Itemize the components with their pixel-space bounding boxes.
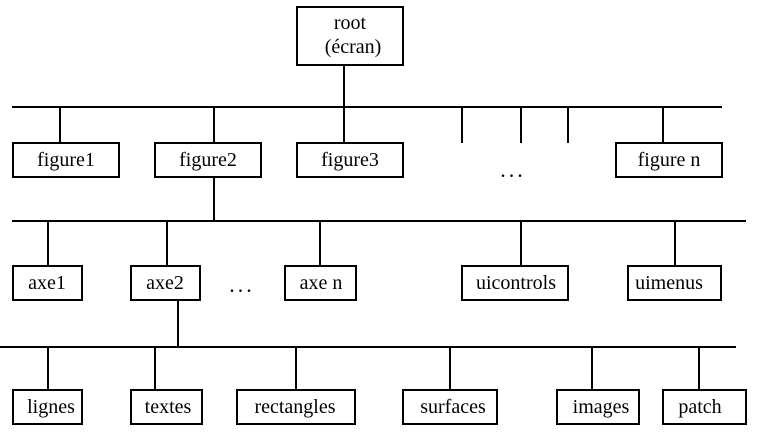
node-uimenus-box: [627, 265, 722, 301]
node-axe1-label: axe1: [28, 272, 66, 294]
node-axe2: axe2: [130, 265, 201, 301]
node-rectangles: rectangles: [236, 389, 356, 425]
node-axe-n-box: [284, 265, 357, 301]
node-axe-n-label: axe n: [300, 272, 343, 294]
node-axe-n: axe n: [284, 265, 357, 301]
node-figure3-box: [296, 142, 404, 178]
node-axe2-box: [130, 265, 201, 301]
node-textes: textes: [130, 389, 203, 425]
node-root-label-line1: root: [334, 12, 367, 34]
node-figure-n-label: figure n: [638, 149, 701, 171]
node-axe2-label: axe2: [146, 272, 184, 294]
node-figure1-box: [12, 142, 120, 178]
node-patch-label: patch: [678, 396, 721, 418]
node-uicontrols: uicontrols: [461, 265, 569, 301]
node-uicontrols-label: uicontrols: [476, 272, 556, 294]
node-axe1-box: [12, 265, 83, 301]
node-patch-box: [662, 389, 747, 425]
node-surfaces-label: surfaces: [420, 396, 486, 418]
node-uicontrols-box: [461, 265, 569, 301]
node-uimenus: uimenus: [627, 265, 722, 301]
node-images: images: [556, 389, 640, 425]
node-textes-label: textes: [145, 396, 192, 418]
node-figure3-label: figure3: [321, 149, 379, 171]
node-surfaces-box: [402, 389, 498, 425]
node-figure3: figure3: [296, 142, 404, 178]
node-textes-box: [130, 389, 203, 425]
node-figure-n-box: [615, 142, 723, 178]
axes-ellipsis: ...: [229, 272, 255, 297]
node-lignes-label: lignes: [27, 396, 75, 418]
node-figure2: figure2: [154, 142, 262, 178]
node-figure1-label: figure1: [37, 149, 95, 171]
node-lignes-box: [12, 389, 83, 425]
node-images-box: [556, 389, 640, 425]
node-figure2-label: figure2: [179, 149, 237, 171]
node-root: root (écran): [296, 6, 404, 66]
node-rectangles-label: rectangles: [254, 396, 335, 418]
node-root-box: [296, 6, 404, 66]
node-figure1: figure1: [12, 142, 120, 178]
node-root-label-line2: (écran): [325, 36, 382, 58]
figures-ellipsis: ...: [500, 157, 526, 182]
node-images-label: images: [573, 396, 630, 418]
node-figure2-box: [154, 142, 262, 178]
node-uimenus-label: uimenus: [635, 272, 703, 294]
node-patch: patch: [662, 389, 747, 425]
node-lignes: lignes: [12, 389, 83, 425]
node-rectangles-box: [236, 389, 356, 425]
node-figure-n: figure n: [615, 142, 723, 178]
node-axe1: axe1: [12, 265, 83, 301]
node-surfaces: surfaces: [402, 389, 498, 425]
